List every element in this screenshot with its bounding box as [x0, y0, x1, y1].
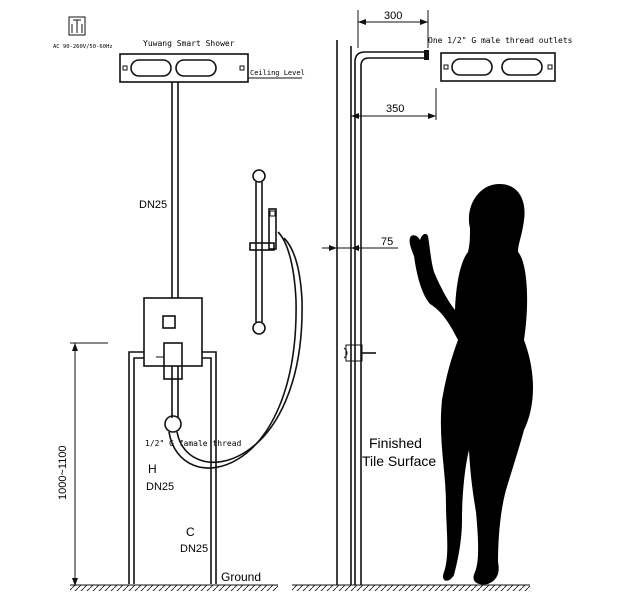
ground-hatch-left	[70, 585, 278, 591]
pipe-size-label: DN25	[139, 199, 167, 211]
power-spec-label: AC 90-260V/50-60Hz	[53, 44, 113, 50]
wall-offset-label: 75	[381, 236, 393, 248]
product-name-label: Yuwang Smart Shower	[143, 39, 235, 48]
main-pipe	[171, 82, 179, 298]
showerhead-icon	[119, 53, 249, 83]
shower-hose	[168, 231, 303, 469]
outlets-label: One 1/2" G male thread outlets	[428, 36, 573, 45]
arm-length-label: 300	[384, 10, 402, 22]
height-range-label: 1000~1100	[57, 445, 69, 500]
head-offset-dimension	[351, 88, 437, 120]
hand-shower-icon	[249, 169, 277, 335]
finish-line1-label: Finished	[369, 435, 422, 451]
power-plug-icon	[68, 16, 86, 36]
hot-size-label: DN25	[146, 481, 174, 493]
cold-size-label: DN25	[180, 543, 208, 555]
hot-code-label: H	[148, 462, 157, 476]
mixer-valve-box	[143, 297, 203, 380]
ceiling-head-box	[440, 52, 556, 82]
cold-code-label: C	[186, 525, 195, 539]
wall-offset-dimension	[322, 245, 398, 251]
height-dimension	[70, 342, 108, 586]
finish-line2-label: Tile Surface	[362, 453, 436, 469]
supply-frame	[128, 351, 217, 584]
ground-hatch-right	[292, 585, 530, 591]
ground-label: Ground	[221, 570, 261, 584]
arm-dimension	[357, 10, 429, 48]
valve-knob-icon	[164, 415, 182, 433]
human-silhouette-icon	[409, 183, 533, 585]
head-offset-label: 350	[386, 103, 404, 115]
shower-column	[336, 40, 429, 585]
thread-inlet-label: 1/2" G famale thread	[145, 439, 242, 448]
ceiling-level-label: Ceiling Level	[250, 69, 305, 77]
